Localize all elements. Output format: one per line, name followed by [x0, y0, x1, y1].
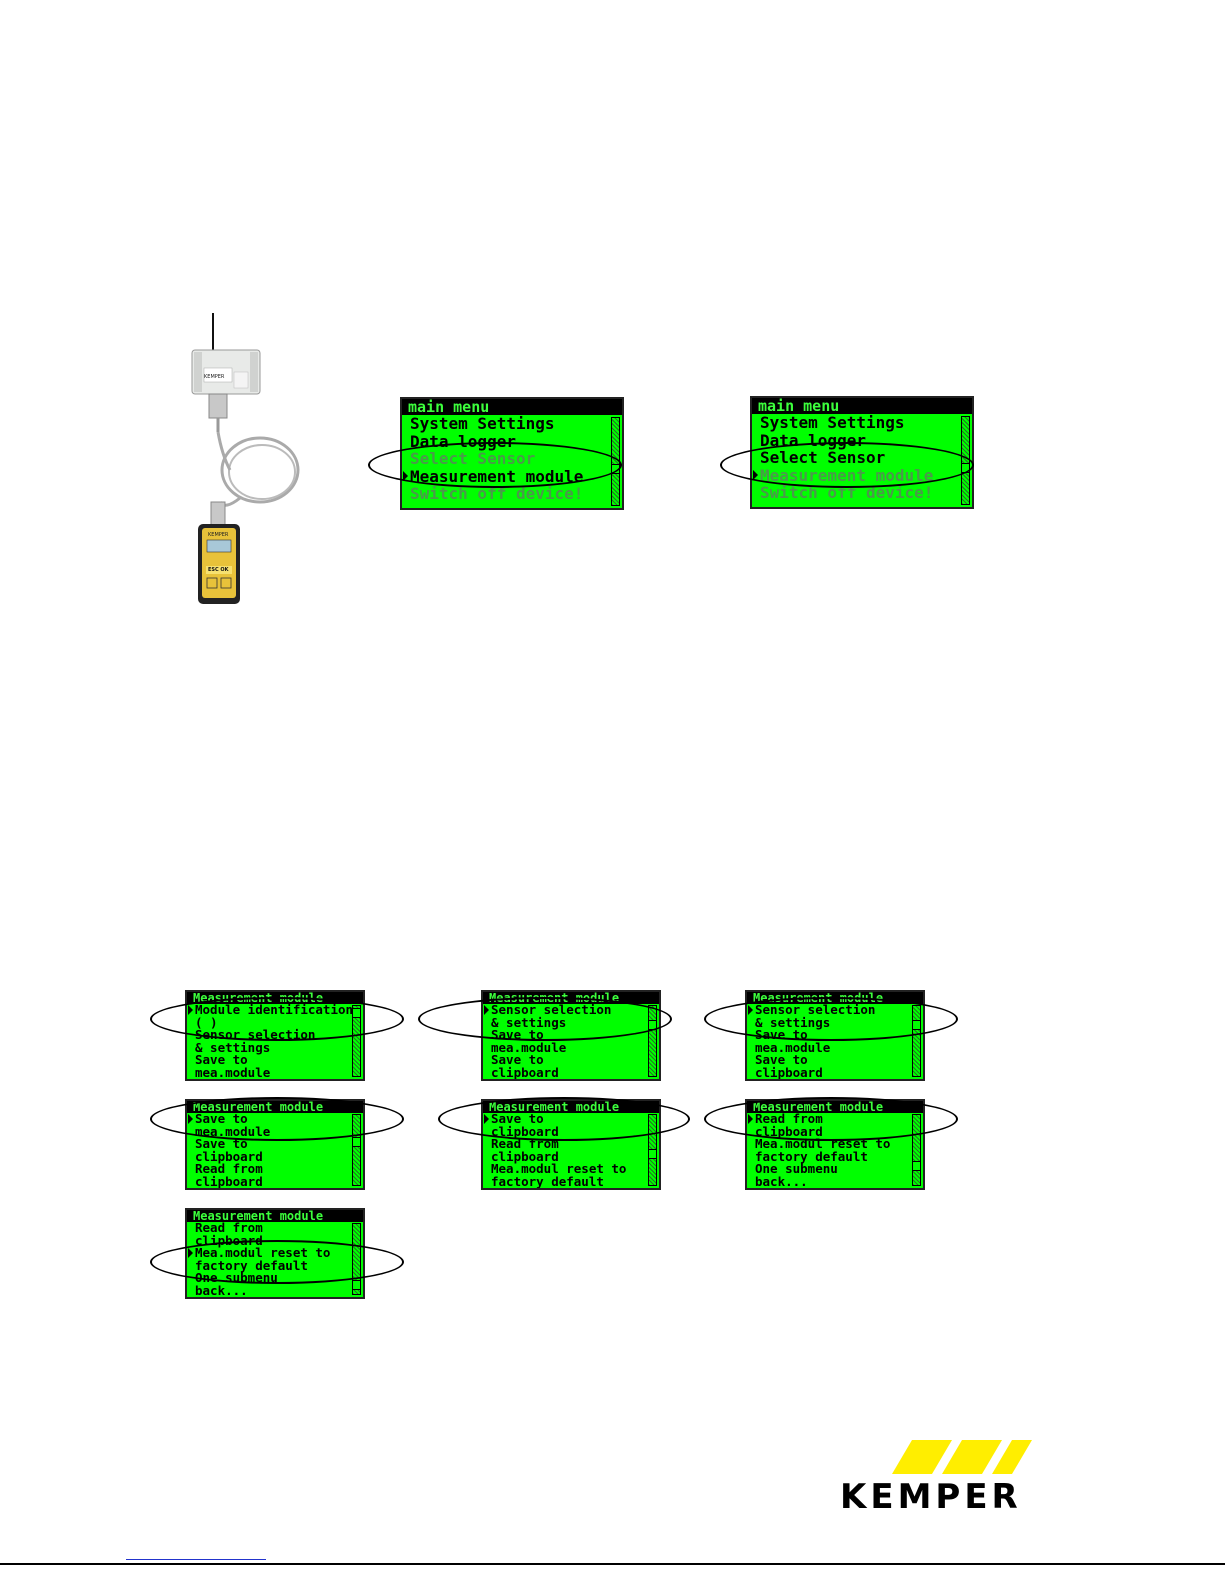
submenu-line: clipboard — [195, 1148, 263, 1164]
highlight-oval — [368, 442, 622, 488]
submenu-line: factory default — [755, 1148, 868, 1164]
submenu-line: clipboard — [491, 1064, 559, 1080]
logo-stripes — [892, 1440, 1032, 1474]
highlight-oval — [150, 1097, 404, 1141]
module-brand-label: KEMPER — [204, 374, 225, 380]
kemper-logo: KEMPER — [838, 1438, 1078, 1518]
submenu-line: mea.module — [195, 1064, 271, 1080]
submenu-line[interactable]: Read from — [195, 1161, 263, 1176]
submenu-line: mea.module — [755, 1039, 831, 1055]
submenu-line: back... — [755, 1173, 808, 1189]
logo-text: KEMPER — [840, 1477, 1022, 1517]
submenu-line: back... — [195, 1282, 248, 1298]
highlight-oval — [704, 1097, 958, 1141]
handheld-keys-label: ESC OK — [208, 567, 229, 573]
screen-title: Measurement module — [187, 1210, 363, 1222]
screen-title: main menu — [402, 399, 622, 415]
submenu-line: & settings — [195, 1039, 271, 1055]
submenu-line[interactable]: Save to — [755, 1052, 808, 1067]
submenu-line: clipboard — [491, 1148, 559, 1164]
device-illustration: KEMPER KEMPER ESC OK — [180, 310, 320, 610]
submenu-line: clipboard — [755, 1064, 823, 1080]
footer-rule — [0, 1563, 1225, 1565]
handheld-brand-label: KEMPER — [208, 532, 229, 538]
menu-item-system-settings[interactable]: System Settings — [410, 414, 555, 433]
screen-title: main menu — [752, 398, 972, 414]
scroll-thumb[interactable] — [353, 1137, 360, 1147]
highlight-oval — [438, 1097, 690, 1141]
highlight-oval — [418, 997, 672, 1041]
submenu-line: factory default — [491, 1173, 604, 1189]
menu-item-system-settings[interactable]: System Settings — [760, 413, 905, 432]
highlight-oval — [720, 442, 974, 488]
submenu-line[interactable]: One submenu — [755, 1161, 838, 1176]
submenu-line: clipboard — [195, 1173, 263, 1189]
footer-link-underline — [126, 1559, 266, 1560]
highlight-oval — [150, 1240, 404, 1284]
submenu-line[interactable]: Read from — [195, 1220, 263, 1235]
scroll-thumb[interactable] — [913, 1161, 920, 1171]
submenu-line[interactable]: Save to — [195, 1052, 248, 1067]
submenu-line[interactable]: Save to — [195, 1136, 248, 1151]
menu-item-switch-off[interactable]: Switch off device! — [410, 484, 584, 503]
scroll-thumb[interactable] — [649, 1149, 656, 1159]
highlight-oval — [704, 997, 958, 1041]
menu-item-switch-off[interactable]: Switch off device! — [760, 483, 934, 502]
scroll-thumb[interactable] — [353, 1280, 360, 1290]
submenu-line: mea.module — [491, 1039, 567, 1055]
submenu-line[interactable]: Mea.modul reset to — [491, 1161, 627, 1176]
highlight-oval — [150, 997, 404, 1041]
submenu-line[interactable]: Save to — [491, 1052, 544, 1067]
